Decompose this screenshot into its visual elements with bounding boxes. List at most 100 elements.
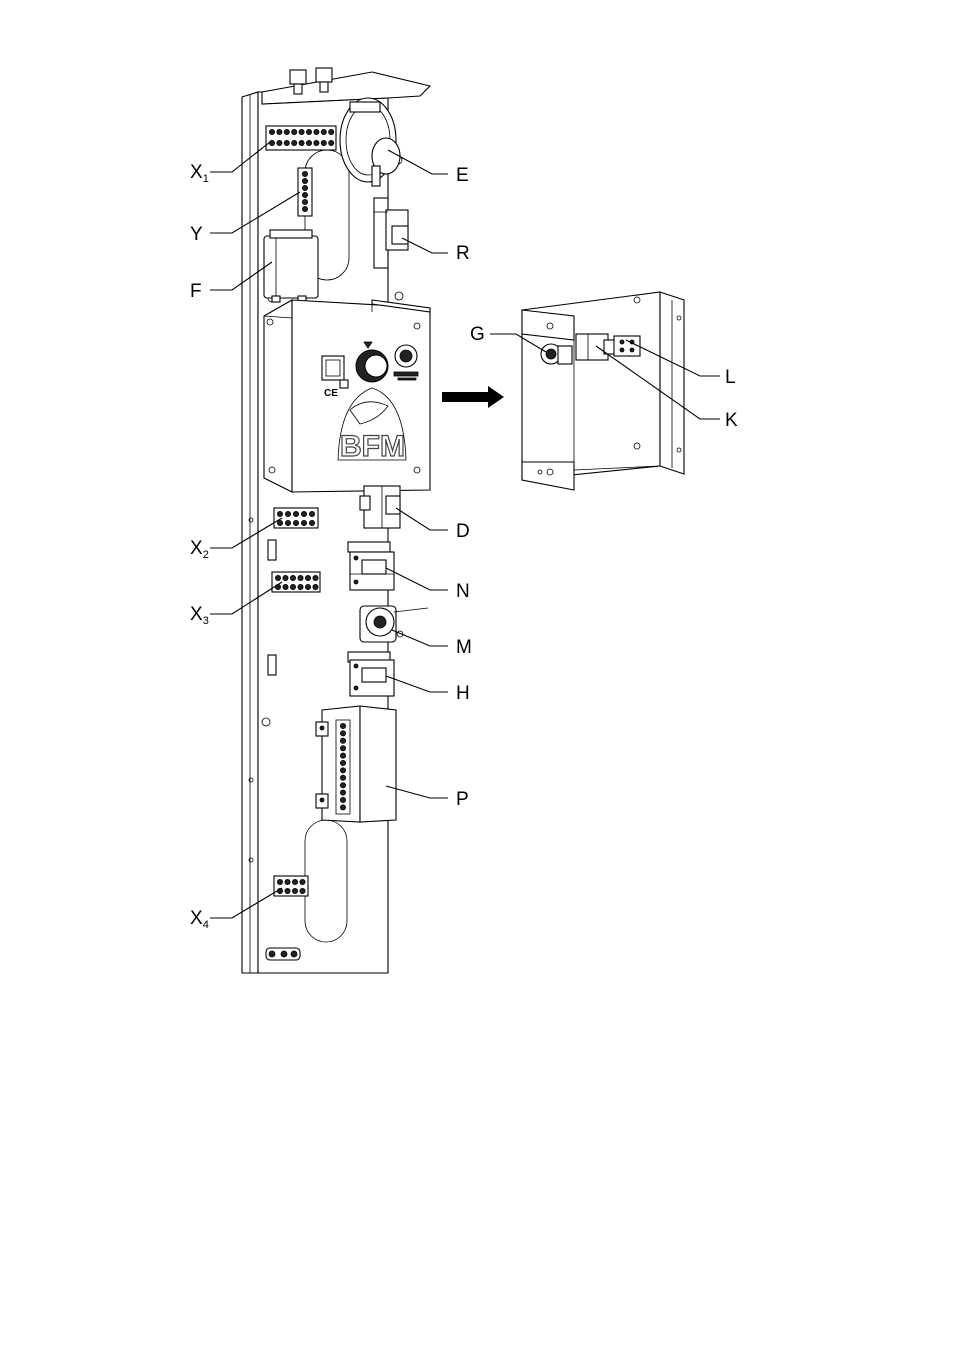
- callout-k: K: [725, 410, 738, 431]
- terminal-screw: [313, 584, 318, 589]
- terminal-screw: [284, 140, 289, 145]
- terminal-screw: [340, 760, 345, 765]
- terminal-screw: [305, 584, 310, 589]
- terminal-screw: [285, 520, 290, 525]
- ce-mark: CE: [324, 388, 338, 399]
- terminal-strip-x1: [266, 126, 336, 150]
- component-d: [360, 486, 400, 528]
- terminal-screw: [340, 775, 345, 780]
- terminal-screw: [321, 140, 326, 145]
- terminal-screw: [283, 575, 288, 580]
- terminal-block-x2: [274, 508, 318, 528]
- terminal-screw: [306, 129, 311, 134]
- terminal-screw: [269, 140, 274, 145]
- terminal-screw: [285, 511, 290, 516]
- terminal-screw: [314, 140, 319, 145]
- terminal-screw: [277, 879, 282, 884]
- terminal-screw: [283, 584, 288, 589]
- terminal-screw: [277, 511, 282, 516]
- terminal-screw: [285, 888, 290, 893]
- terminal-screw: [299, 140, 304, 145]
- terminal-screw: [340, 790, 345, 795]
- back-panel: [242, 68, 430, 973]
- callout-l: L: [725, 367, 736, 388]
- terminal-screw: [275, 575, 280, 580]
- terminal-block-x3: [272, 572, 320, 592]
- callout-f: F: [190, 281, 202, 302]
- terminal-screw: [277, 129, 282, 134]
- contactor-h: [348, 652, 394, 696]
- svg-text:BFM: BFM: [340, 430, 405, 463]
- terminal-screw: [284, 129, 289, 134]
- terminal-screw: [301, 511, 306, 516]
- terminal-screw: [340, 797, 345, 802]
- terminal-l: [614, 336, 640, 356]
- thermostat-m: [360, 606, 428, 642]
- terminal-screw: [313, 575, 318, 580]
- callout-g: G: [470, 324, 485, 345]
- terminal-screw: [340, 768, 345, 773]
- terminal-screw: [309, 511, 314, 516]
- filter-f: [264, 230, 318, 302]
- thermostat-knob: [356, 350, 388, 382]
- terminal-screw: [293, 520, 298, 525]
- bottom-terminals: [266, 948, 300, 960]
- terminal-screw: [300, 879, 305, 884]
- relay-r: [374, 198, 408, 268]
- terminal-screw: [340, 753, 345, 758]
- terminal-screw: [292, 879, 297, 884]
- terminal-screw: [302, 185, 307, 190]
- terminal-screw: [314, 129, 319, 134]
- terminal-screw: [298, 584, 303, 589]
- terminal-screw: [329, 129, 334, 134]
- terminal-screw: [290, 584, 295, 589]
- terminal-screw: [340, 738, 345, 743]
- terminal-block-x4: [274, 876, 308, 896]
- thermostat-g: [541, 344, 572, 364]
- callout-h: H: [456, 683, 470, 704]
- terminal-screw: [301, 520, 306, 525]
- callout-y: Y: [190, 224, 203, 245]
- callout-e: E: [456, 165, 469, 186]
- callout-x1: X1: [190, 162, 209, 185]
- terminal-screw: [293, 511, 298, 516]
- terminal-screw: [277, 140, 282, 145]
- terminal-screw: [298, 575, 303, 580]
- terminal-screw: [292, 129, 297, 134]
- terminal-screw: [329, 140, 334, 145]
- callout-x4: X4: [190, 908, 209, 931]
- terminal-screw: [302, 199, 307, 204]
- terminal-screw: [285, 879, 290, 884]
- detail-arrow: [442, 386, 504, 408]
- terminal-block-y: [298, 168, 312, 216]
- terminal-screw: [292, 140, 297, 145]
- callout-r: R: [456, 243, 470, 264]
- terminal-screw: [309, 520, 314, 525]
- callout-x2: X2: [190, 538, 209, 561]
- callout-d: D: [456, 521, 470, 542]
- terminal-screw: [292, 888, 297, 893]
- control-box: CE BFM: [264, 300, 430, 492]
- callout-p: P: [456, 789, 469, 810]
- reset-button: [395, 345, 417, 367]
- terminal-screw: [340, 783, 345, 788]
- callout-x3: X3: [190, 604, 209, 627]
- terminal-screw: [277, 520, 282, 525]
- terminal-screw: [300, 888, 305, 893]
- terminal-screw: [302, 171, 307, 176]
- terminal-screw: [305, 575, 310, 580]
- callout-n: N: [456, 581, 470, 602]
- terminal-screw: [340, 723, 345, 728]
- terminal-screw: [321, 129, 326, 134]
- terminal-screw: [269, 129, 274, 134]
- terminal-screw: [340, 805, 345, 810]
- terminal-screw: [340, 731, 345, 736]
- terminal-screw: [290, 575, 295, 580]
- contactor-n: [348, 542, 394, 590]
- terminal-screw: [302, 192, 307, 197]
- terminal-screw: [306, 140, 311, 145]
- terminal-screw: [302, 178, 307, 183]
- terminal-screw: [302, 206, 307, 211]
- callout-m: M: [456, 637, 472, 658]
